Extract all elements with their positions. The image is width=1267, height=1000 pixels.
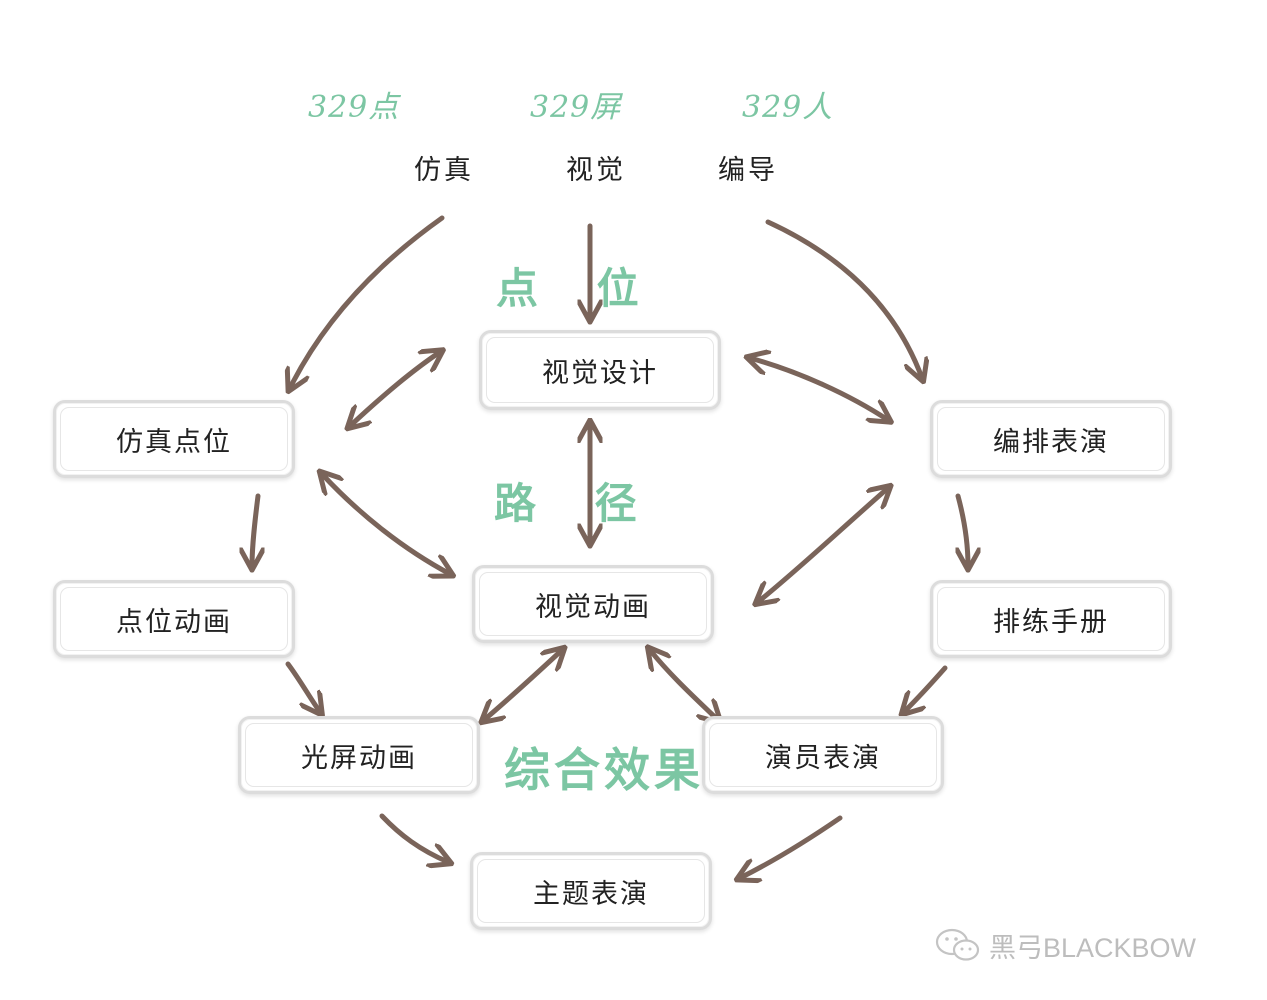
arrow-simpoints-to-pointanim bbox=[252, 493, 258, 566]
node-rehearsal-manual: 排练手册 bbox=[930, 580, 1172, 658]
arrow-rehearsal-to-actorperf bbox=[904, 665, 948, 712]
node-theme-perf: 主题表演 bbox=[470, 852, 712, 930]
node-arrange-perf: 编排表演 bbox=[930, 400, 1172, 478]
watermark-text: 黑弓BLACKBOW bbox=[989, 932, 1197, 963]
source-sim: 仿真 bbox=[414, 155, 474, 186]
arrow-screenanim-to-themeperf bbox=[379, 813, 448, 862]
watermark: 黑弓BLACKBOW bbox=[935, 925, 1196, 965]
arrow-sim-to-simpoints bbox=[290, 215, 445, 388]
node-visual-design: 视觉设计 bbox=[479, 330, 721, 410]
arrow-arrange-visualanim bbox=[758, 488, 888, 602]
note-vis-count: 329屏 bbox=[530, 90, 622, 125]
node-point-anim: 点位动画 bbox=[53, 580, 295, 658]
node-screen-anim: 光屏动画 bbox=[238, 716, 480, 794]
node-visual-anim: 视觉动画 bbox=[472, 565, 714, 643]
arrow-visualdesign-arrange bbox=[750, 358, 888, 420]
node-actor-perf: 演员表演 bbox=[702, 716, 944, 794]
node-sim-points: 仿真点位 bbox=[53, 400, 295, 478]
arrow-simpoints-visualanim bbox=[322, 474, 450, 574]
arrow-dir-to-arrange bbox=[765, 219, 922, 378]
label-combined: 综合效果 bbox=[504, 743, 704, 797]
label-path: 路 径 bbox=[494, 479, 659, 528]
arrow-visualanim-actorperf bbox=[650, 650, 718, 720]
note-dir-count: 329人 bbox=[742, 90, 834, 125]
arrow-arrange-to-rehearsal bbox=[958, 493, 968, 566]
arrow-actorperf-to-themeperf bbox=[740, 815, 843, 878]
label-point: 点 位 bbox=[496, 264, 661, 313]
arrow-pointanim-to-screenanim bbox=[285, 661, 320, 712]
note-sim-count: 329点 bbox=[308, 90, 400, 125]
source-dir: 编导 bbox=[718, 155, 778, 186]
wechat-icon bbox=[935, 928, 980, 961]
arrow-simpoints-visualdesign bbox=[350, 352, 440, 426]
arrow-visualanim-screenanim bbox=[484, 650, 562, 720]
source-vis: 视觉 bbox=[566, 155, 626, 186]
